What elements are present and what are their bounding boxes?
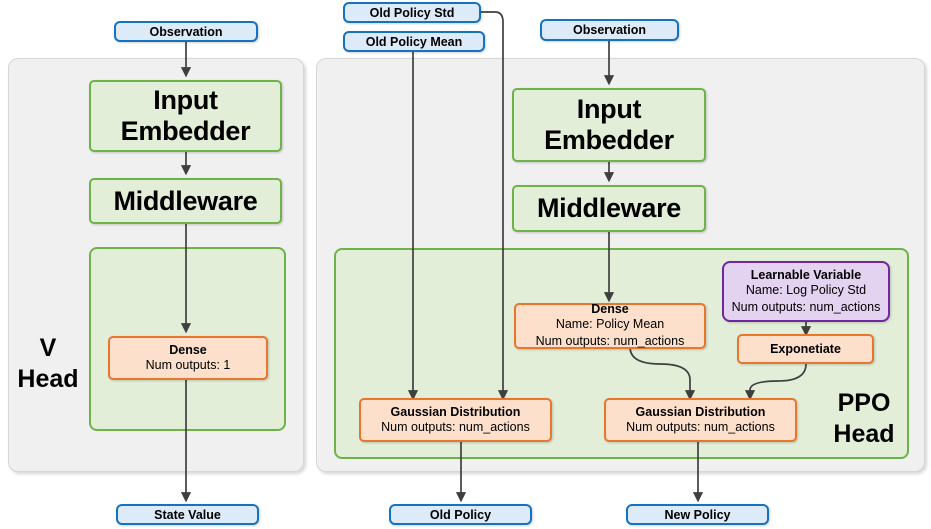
v-head-label-line2: Head <box>17 364 79 393</box>
node-learnable-variable-sub1: Name: Log Policy Std <box>745 282 867 297</box>
node-middleware-ppo[interactable]: Middleware <box>512 185 706 232</box>
input-observation-ppo[interactable]: Observation <box>540 19 679 41</box>
v-head-label: V Head <box>10 333 86 394</box>
node-gaussian-distribution-new-sub1: Num outputs: num_actions <box>626 419 775 434</box>
node-dense-policy-mean-title: Dense <box>591 302 629 317</box>
input-observation-v[interactable]: Observation <box>114 21 258 42</box>
input-observation-ppo-label: Observation <box>573 23 646 37</box>
node-middleware-v[interactable]: Middleware <box>89 178 282 224</box>
input-old-policy-mean-label: Old Policy Mean <box>365 34 463 49</box>
node-gaussian-distribution-old[interactable]: Gaussian Distribution Num outputs: num_a… <box>359 398 552 442</box>
node-dense-v-title: Dense <box>169 342 207 357</box>
node-gaussian-distribution-old-title: Gaussian Distribution <box>390 404 521 419</box>
input-old-policy-std[interactable]: Old Policy Std <box>343 2 481 23</box>
node-dense-policy-mean-sub1: Name: Policy Mean <box>555 317 665 332</box>
node-exponetiate[interactable]: Exponetiate <box>737 334 874 364</box>
output-old-policy-label: Old Policy <box>429 507 492 522</box>
node-dense-policy-mean-sub2: Num outputs: num_actions <box>535 334 685 348</box>
output-new-policy[interactable]: New Policy <box>626 504 769 525</box>
node-gaussian-distribution-new[interactable]: Gaussian Distribution Num outputs: num_a… <box>604 398 797 442</box>
node-learnable-variable-title: Learnable Variable <box>750 267 862 282</box>
node-dense-v-sub1: Num outputs: 1 <box>145 357 231 372</box>
node-middleware-v-title: Middleware <box>113 185 258 216</box>
input-old-policy-std-label: Old Policy Std <box>369 5 455 20</box>
output-state-value[interactable]: State Value <box>116 504 259 525</box>
node-gaussian-distribution-new-title: Gaussian Distribution <box>635 404 766 419</box>
ppo-head-label-line1: PPO <box>837 389 891 417</box>
input-observation-v-label: Observation <box>149 24 223 39</box>
node-exponetiate-title: Exponetiate <box>770 342 841 356</box>
input-old-policy-mean[interactable]: Old Policy Mean <box>343 31 485 52</box>
node-dense-policy-mean[interactable]: Dense Name: Policy Mean Num outputs: num… <box>514 302 706 349</box>
ppo-head-label-line2: Head <box>833 419 895 448</box>
output-new-policy-label: New Policy <box>664 507 731 522</box>
node-input-embedder-v-title: Input Embedder <box>120 85 251 146</box>
ppo-head-label: PPO Head <box>824 388 904 449</box>
output-old-policy[interactable]: Old Policy <box>389 504 532 525</box>
v-head-label-line1: V <box>39 334 57 362</box>
output-state-value-label: State Value <box>154 507 221 522</box>
node-dense-v[interactable]: Dense Num outputs: 1 <box>108 336 268 380</box>
node-input-embedder-v[interactable]: Input Embedder <box>89 80 282 152</box>
node-middleware-ppo-title: Middleware <box>536 193 682 223</box>
node-input-embedder-ppo[interactable]: Input Embedder <box>512 88 706 162</box>
node-learnable-variable-sub2: Num outputs: num_actions <box>731 299 881 314</box>
node-learnable-variable[interactable]: Learnable Variable Name: Log Policy Std … <box>722 261 890 322</box>
node-input-embedder-ppo-title: Input Embedder <box>544 94 674 155</box>
node-gaussian-distribution-old-sub1: Num outputs: num_actions <box>381 419 530 434</box>
